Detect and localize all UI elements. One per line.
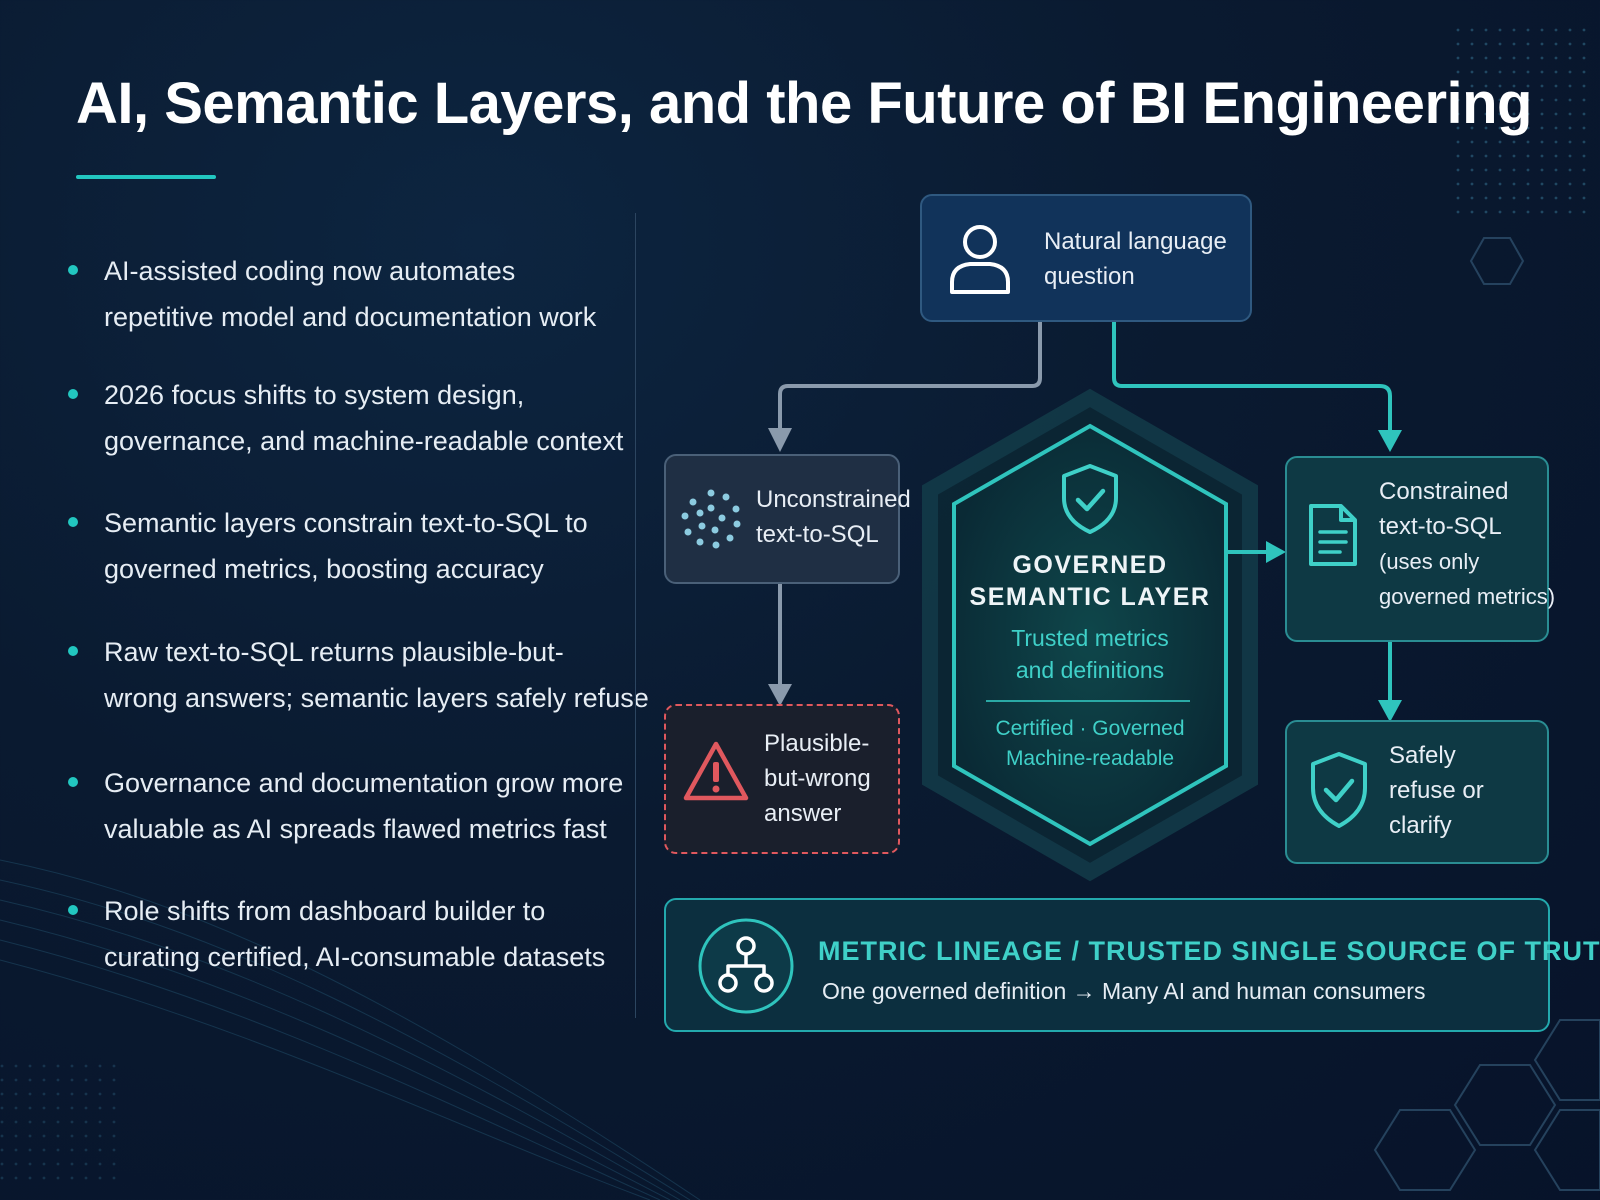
- bullet-dot: [68, 389, 78, 399]
- bullet-dot: [68, 517, 78, 527]
- shield-check-icon: [1311, 752, 1367, 828]
- arrow-head-teal-1: [1378, 430, 1402, 452]
- bullet-dot: [68, 265, 78, 275]
- question-node: Natural language question: [920, 194, 1252, 322]
- semantic-layer-subtitle: Trusted metrics and definitions: [1011, 625, 1169, 683]
- constrained-node: Constrained text-to-SQL (uses only gover…: [1285, 456, 1555, 642]
- dots-cluster-icon: [681, 489, 741, 549]
- vertical-divider: [635, 213, 636, 1018]
- constrained-label: Constrained text-to-SQL (uses only gover…: [1379, 478, 1556, 609]
- connector-question-to-constrained: [1112, 320, 1392, 434]
- metric-lineage-title: METRIC LINEAGE / TRUSTED SINGLE SOURCE O…: [818, 936, 1600, 966]
- user-icon: [950, 225, 1010, 294]
- bullet-item: Semantic layers constrain text-to-SQL to…: [66, 500, 588, 592]
- warning-icon: [683, 741, 749, 801]
- bullet-dot: [68, 777, 78, 787]
- bullet-item: Raw text-to-SQL returns plausible-but-wr…: [66, 629, 649, 721]
- semantic-layer-divider: [986, 700, 1190, 702]
- semantic-layer-title: GOVERNED SEMANTIC LAYER: [969, 551, 1211, 611]
- bullet-item: 2026 focus shifts to system design,gover…: [66, 372, 623, 464]
- question-label: Natural language question: [1044, 228, 1227, 290]
- arrow-head-gray-1: [768, 428, 792, 452]
- wave-lines: [0, 859, 701, 1200]
- arrow-head-teal-3: [1378, 700, 1402, 722]
- plausible-wrong-node: Plausible- but-wrong answer: [664, 704, 900, 854]
- arrow-head-teal-2: [1266, 541, 1286, 563]
- document-icon: [1309, 504, 1357, 566]
- safe-refuse-node: Safely refuse or clarify: [1285, 720, 1549, 864]
- plausible-wrong-label: Plausible- but-wrong answer: [764, 730, 871, 827]
- semantic-layer-tags: Certified · Governed Machine-readable: [995, 717, 1185, 770]
- hierarchy-icon: [698, 918, 794, 1014]
- title-underline: [76, 175, 216, 179]
- page-title: AI, Semantic Layers, and the Future of B…: [76, 71, 1532, 136]
- dot-grid-bottom-left: [0, 1060, 120, 1190]
- unconstrained-node: Unconstrained text-to-SQL: [664, 454, 911, 584]
- metric-lineage-subtitle: One governed definition → Many AI and hu…: [822, 978, 1426, 1004]
- arrow-head-gray-2: [768, 684, 792, 706]
- semantic-layer-hexagon: [952, 423, 1228, 847]
- shield-check-icon: [1062, 464, 1118, 534]
- dot-grid-top-right: [1452, 20, 1592, 220]
- unconstrained-label: Unconstrained text-to-SQL: [756, 486, 911, 548]
- bullet-dot: [68, 646, 78, 656]
- metric-lineage-banner: [664, 898, 1550, 1032]
- bullet-dot: [68, 905, 78, 915]
- connector-question-to-unconstrained: [778, 320, 1042, 432]
- safe-refuse-label: Safely refuse or clarify: [1389, 742, 1484, 839]
- hexagon-decoration: [1373, 237, 1600, 1191]
